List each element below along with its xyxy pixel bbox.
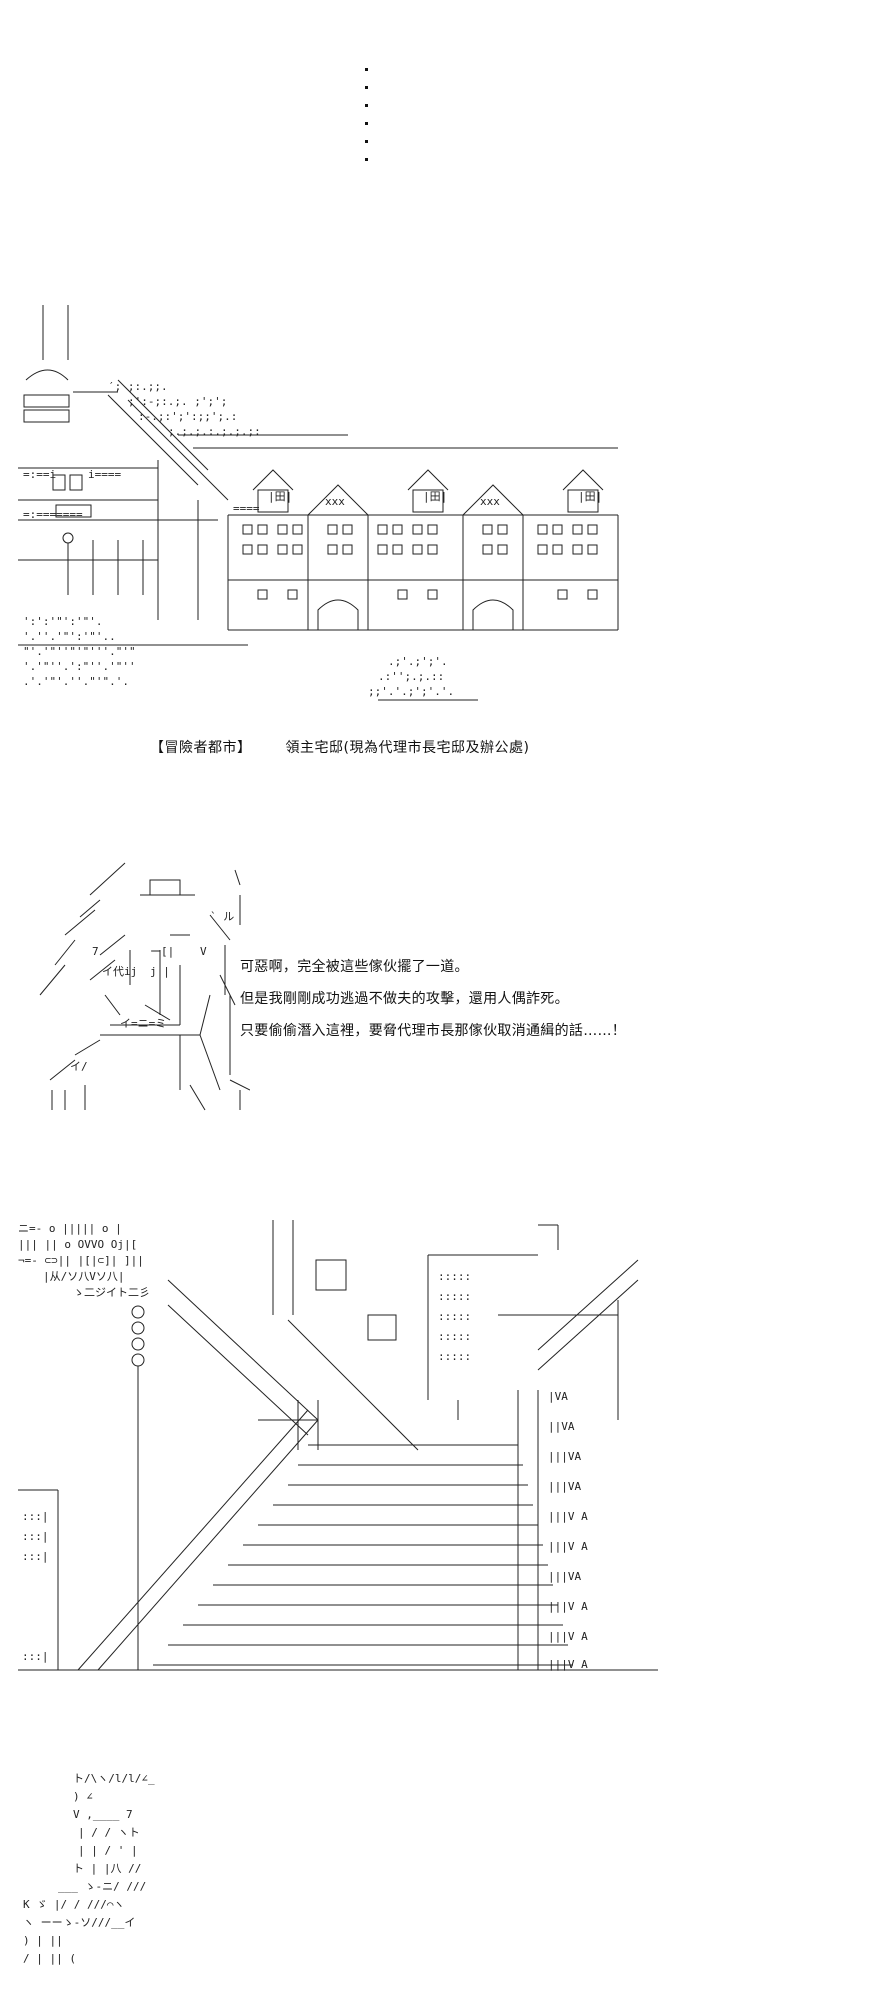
svg-text::::::: ::::: (438, 1330, 471, 1343)
dialogue-line: 可惡啊，完全被這些傢伙擺了一道。 (240, 959, 469, 975)
character-fragment-art: ト/\ヽ/l/l/∠_ ) ∠ V ,____ 7 | / / ヽト | | /… (18, 1770, 218, 2000)
svg-text:| | / ' |: | | / ' | (78, 1844, 138, 1857)
svg-text:|||V A: |||V A (548, 1510, 588, 1523)
svg-text:|||V A: |||V A (548, 1630, 588, 1643)
svg-text:':':'"':'"'.: ':':'"':'"'. (23, 615, 102, 628)
svg-text:|||V A: |||V A (548, 1658, 588, 1671)
svg-text:|||V A: |||V A (548, 1600, 588, 1613)
svg-text:ト/\ヽ/l/l/∠_: ト/\ヽ/l/l/∠_ (73, 1772, 155, 1785)
svg-text::::|: :::| (22, 1530, 49, 1543)
svg-text:|VA: |VA (548, 1390, 568, 1403)
svg-text::::|: :::| (22, 1650, 49, 1663)
svg-text:) ∠: ) ∠ (73, 1790, 93, 1803)
mansion-art: =:==i i==== =:======= ':':'"':'"'. '.''.… (18, 300, 630, 710)
svg-text:|从/ソ八Vソ八|: |从/ソ八Vソ八| (43, 1270, 125, 1283)
svg-text:ー[|: ー[| (150, 945, 174, 958)
svg-text:| / / ヽト: | / / ヽト (78, 1826, 140, 1839)
svg-text:¬=- ⊂⊃|| |[|⊂]| ]||: ¬=- ⊂⊃|| |[|⊂]| ]|| (18, 1254, 144, 1267)
svg-text::::::: ::::: (438, 1350, 471, 1363)
svg-text:=:==i: =:==i (23, 468, 56, 481)
caption-location: 【冒險者都市】 (150, 740, 252, 756)
scene-caption: 【冒險者都市】 領主宅邸(現為代理市長宅邸及辦公處) (150, 737, 529, 757)
svg-text:V ,____ 7: V ,____ 7 (73, 1808, 133, 1821)
svg-text::-.;:';':;;';.:: :-.;:';':;;';.: (138, 410, 237, 423)
svg-text:|||VA: |||VA (548, 1570, 581, 1583)
svg-text:.;'.;';'.: .;'.;';'. (388, 655, 448, 668)
svg-text:7: 7 (92, 945, 99, 958)
svg-text:xxx: xxx (325, 495, 345, 508)
dialogue-box: 可惡啊，完全被這些傢伙擺了一道。 但是我剛剛成功逃過不做夫的攻擊，還用人偶詐死。… (240, 951, 626, 1047)
vertical-ellipsis (360, 68, 372, 176)
svg-text:′; ;:.;;.: ′; ;:.;;. (108, 380, 168, 393)
dialogue-line: 但是我剛剛成功逃過不做夫的攻擊，還用人偶詐死。 (240, 991, 569, 1007)
svg-text:====: ==== (233, 502, 260, 515)
svg-text::::|: :::| (22, 1550, 49, 1563)
ellipsis-dot (364, 86, 368, 89)
character-art: 7 ` ル V ー[| イ代ij j | イ=ニ=ミ イ/ (30, 855, 250, 1115)
svg-text:ゝ二ジイト二彡: ゝ二ジイト二彡 (73, 1286, 150, 1299)
ellipsis-dot (364, 68, 368, 71)
svg-text:|||V A: |||V A (548, 1540, 588, 1553)
svg-text:'.'"''.':"''.'"'': '.'"''.':"''.'"'' (23, 660, 136, 673)
svg-text:i====: i==== (88, 468, 121, 481)
svg-text::::::: ::::: (438, 1310, 471, 1323)
dialogue-line: 只要偷偷潛入這裡，要脅代理市長那傢伙取消通緝的話……！ (240, 1023, 627, 1039)
svg-text:"'.'"''"'"'''."'": "'.'"''"'"'''."'" (23, 645, 136, 658)
svg-text:/ | || (: / | || ( (23, 1952, 76, 1965)
svg-text:.'.'"'.''."'".'.: .'.'"'.''."'".'. (23, 675, 129, 688)
svg-text:___ ゝ-ニ/ ///: ___ ゝ-ニ/ /// (58, 1880, 146, 1893)
svg-text:j |: j | (150, 965, 170, 978)
art-puppet: イ=ニ=ミ (120, 1017, 166, 1030)
svg-text:;':-;:.;. ;';';: ;':-;:.;. ;';'; (128, 395, 227, 408)
svg-text::::::: ::::: (438, 1290, 471, 1303)
art-sign: イ代ij (102, 965, 137, 978)
svg-text:ニ=- o ||||| o |: ニ=- o ||||| o | (18, 1222, 122, 1235)
svg-text:ヽ ーーゝ-ソ///__イ: ヽ ーーゝ-ソ///__イ (23, 1916, 135, 1929)
svg-text:;.;.;.:.;.;.;:: ;.;.;.:.;.;.;: (168, 425, 261, 438)
svg-text:|田|: |田| (578, 490, 602, 503)
svg-text::::|: :::| (22, 1510, 49, 1523)
svg-text:||| || o OVVO Oj|[: ||| || o OVVO Oj|[ (18, 1238, 137, 1251)
svg-text:|田|: |田| (268, 490, 292, 503)
svg-text:|||VA: |||VA (548, 1480, 581, 1493)
ellipsis-dot (364, 140, 368, 143)
svg-text:|||VA: |||VA (548, 1450, 581, 1463)
svg-text:||VA: ||VA (548, 1420, 575, 1433)
svg-text:V: V (200, 945, 207, 958)
svg-text:;;'.'.;';'.'.: ;;'.'.;';'.'. (368, 685, 454, 698)
svg-text:ト | |八 //: ト | |八 // (73, 1862, 141, 1875)
svg-text:|田|: |田| (423, 490, 447, 503)
svg-text:` ル: ` ル (210, 910, 234, 923)
svg-text:K ゞ |/ / ///⌒ヽ: K ゞ |/ / ///⌒ヽ (23, 1898, 124, 1911)
staircase-art: ニ=- o ||||| o | ||| || o OVVO Oj|[ ¬=- ⊂… (18, 1220, 658, 1680)
svg-text::::::: ::::: (438, 1270, 471, 1283)
svg-text:xxx: xxx (480, 495, 500, 508)
caption-building: 領主宅邸(現為代理市長宅邸及辦公處) (285, 740, 530, 756)
ellipsis-dot (364, 158, 368, 161)
svg-text:イ/: イ/ (70, 1060, 88, 1073)
svg-text:'.''.'"':'"'..: '.''.'"':'"'.. (23, 630, 116, 643)
svg-text:) | ||: ) | || (23, 1934, 63, 1947)
svg-text:=:=======: =:======= (23, 508, 83, 521)
ellipsis-dot (364, 104, 368, 107)
ellipsis-dot (364, 122, 368, 125)
svg-text:.:'';.;.::: .:'';.;.:: (378, 670, 444, 683)
